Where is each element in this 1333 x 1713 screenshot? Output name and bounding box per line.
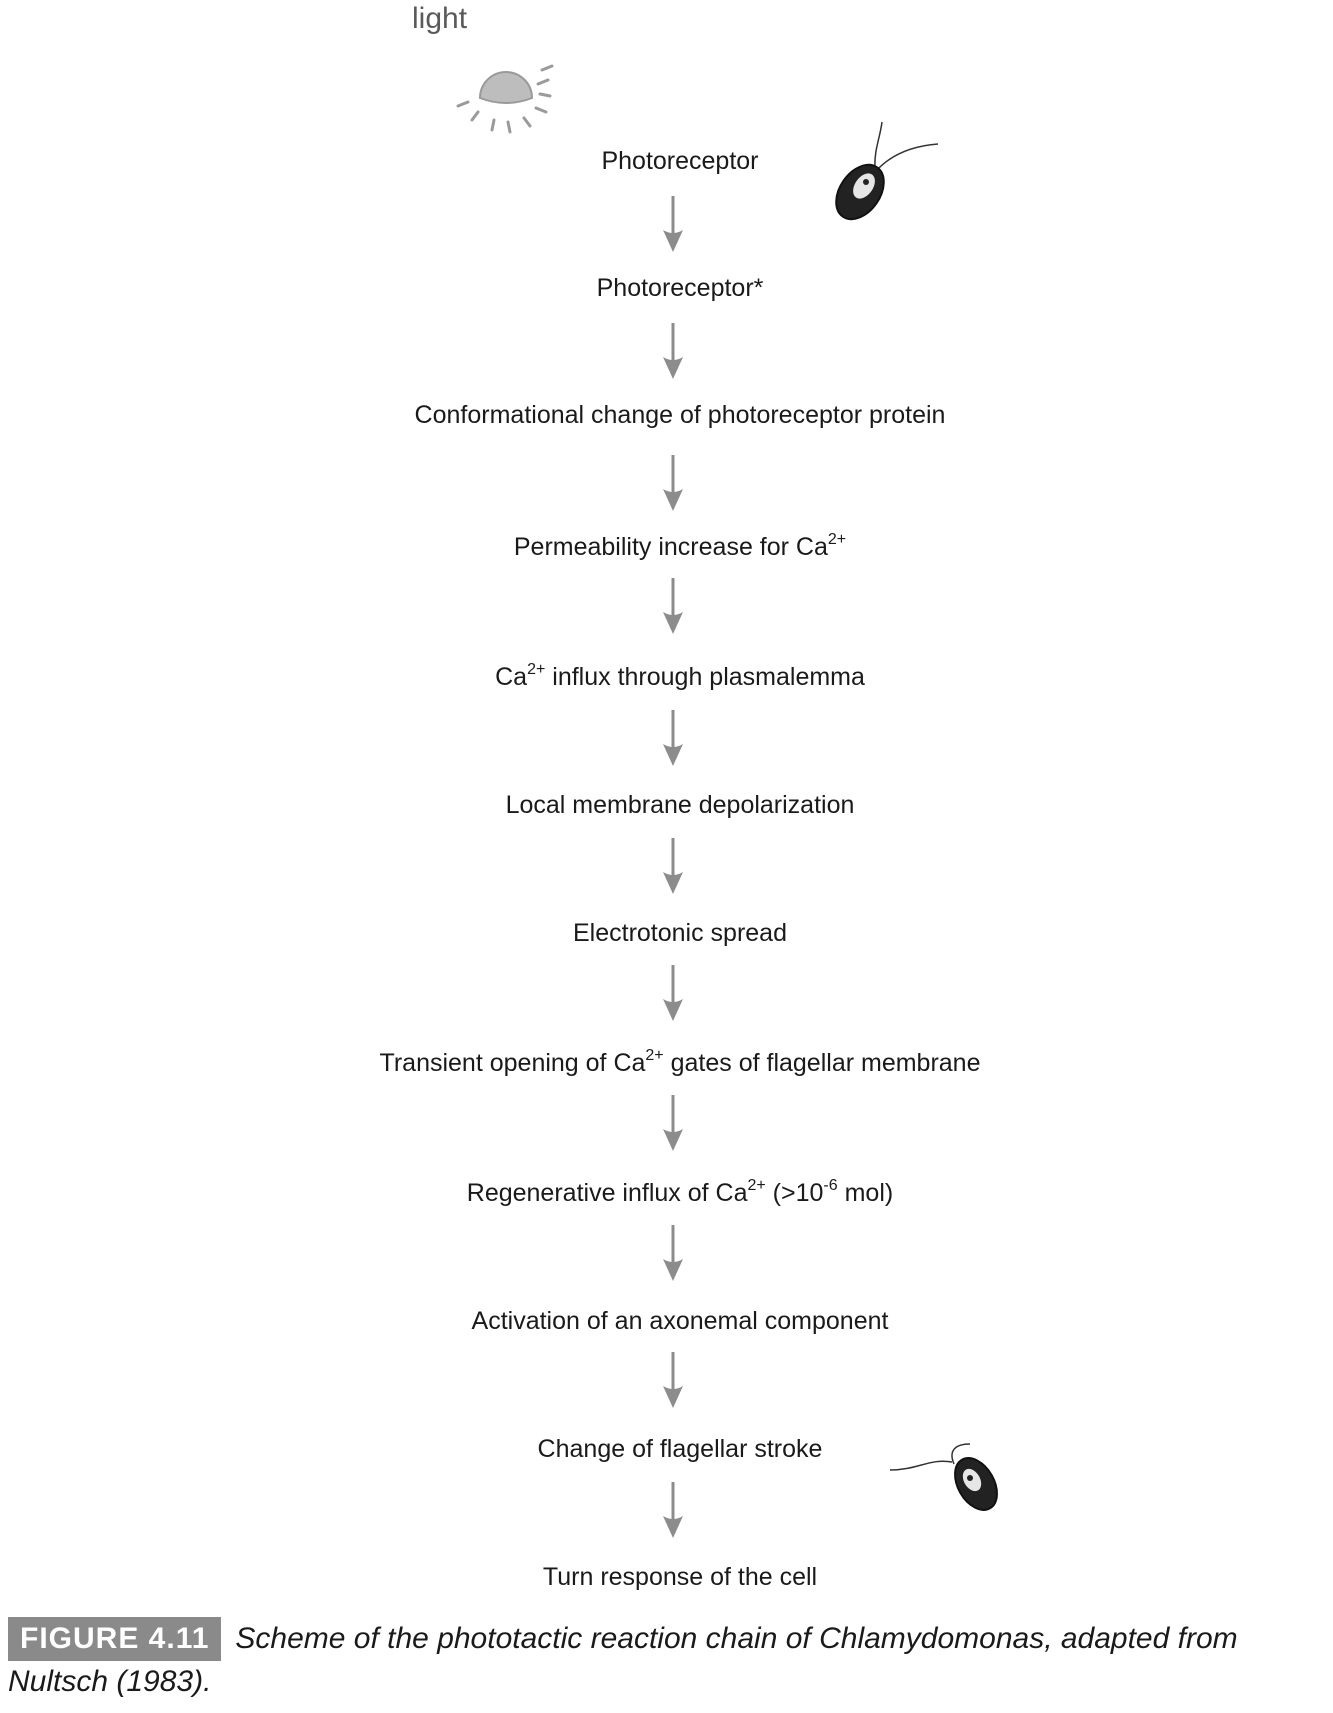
step-text-mid: influx through plasmalemma xyxy=(545,663,865,691)
step-4: Permeability increase for Ca2+ xyxy=(0,530,1333,562)
step-3: Conformational change of photoreceptor p… xyxy=(0,400,1333,430)
step-8: Transient opening of Ca2+ gates of flage… xyxy=(0,1046,1333,1078)
down-arrow-icon xyxy=(663,455,683,511)
down-arrow-icon xyxy=(663,323,683,379)
step-text-mid: (>10 xyxy=(765,1179,824,1207)
step-text-pre: Conformational change of photoreceptor p… xyxy=(414,401,946,429)
down-arrow-icon xyxy=(663,1225,683,1281)
step-text-sup2: -6 xyxy=(823,1176,838,1194)
step-7: Electrotonic spread xyxy=(0,918,1333,948)
down-arrow-icon xyxy=(663,1095,683,1151)
step-text-pre: Ca xyxy=(495,663,528,691)
down-arrow-icon xyxy=(663,1482,683,1538)
step-text-pre: Local membrane depolarization xyxy=(505,791,855,819)
step-text-pre: Photoreceptor* xyxy=(596,274,764,302)
step-text-pre: Turn response of the cell xyxy=(542,1563,818,1591)
step-text-sup: 2+ xyxy=(645,1046,664,1064)
step-text-pre: Transient opening of Ca xyxy=(379,1049,646,1077)
step-text-pre: Regenerative influx of Ca xyxy=(466,1179,748,1207)
step-text-sup: 2+ xyxy=(827,530,847,548)
down-arrow-icon xyxy=(663,1352,683,1408)
chlamydomonas-cell-icon xyxy=(835,121,939,221)
step-text-pre: Permeability increase for Ca xyxy=(513,533,828,561)
light-label: light xyxy=(412,2,468,35)
step-text-pre: Activation of an axonemal component xyxy=(471,1307,889,1335)
step-text-pre: Electrotonic spread xyxy=(572,919,787,947)
step-5: Ca2+ influx through plasmalemma xyxy=(0,660,1333,692)
step-9: Regenerative influx of Ca2+ (>10-6 mol) xyxy=(0,1176,1333,1208)
down-arrow-icon xyxy=(663,578,683,634)
sun-icon xyxy=(456,64,554,134)
step-2: Photoreceptor* xyxy=(0,273,1333,303)
step-text-post: mol) xyxy=(837,1179,894,1207)
step-text-mid: gates of flagellar membrane xyxy=(663,1049,981,1077)
caption-text: Scheme of the phototactic reaction chain… xyxy=(8,1622,1238,1699)
down-arrow-icon xyxy=(663,965,683,1021)
down-arrow-icon xyxy=(663,710,683,766)
figure-label: FIGURE 4.11 xyxy=(8,1617,222,1661)
step-10: Activation of an axonemal component xyxy=(0,1306,1333,1336)
step-12: Turn response of the cell xyxy=(0,1562,1333,1592)
step-text-pre: Change of flagellar stroke xyxy=(537,1435,823,1463)
step-text-sup: 2+ xyxy=(527,660,546,678)
step-1: Photoreceptor xyxy=(0,146,1333,176)
step-text-sup: 2+ xyxy=(747,1176,766,1194)
down-arrow-icon xyxy=(663,838,683,894)
chlamydomonas-cell-icon xyxy=(890,1443,998,1511)
down-arrow-icon xyxy=(663,196,683,252)
step-6: Local membrane depolarization xyxy=(0,790,1333,820)
step-text-pre: Photoreceptor xyxy=(601,147,759,175)
step-11: Change of flagellar stroke xyxy=(0,1434,1333,1464)
